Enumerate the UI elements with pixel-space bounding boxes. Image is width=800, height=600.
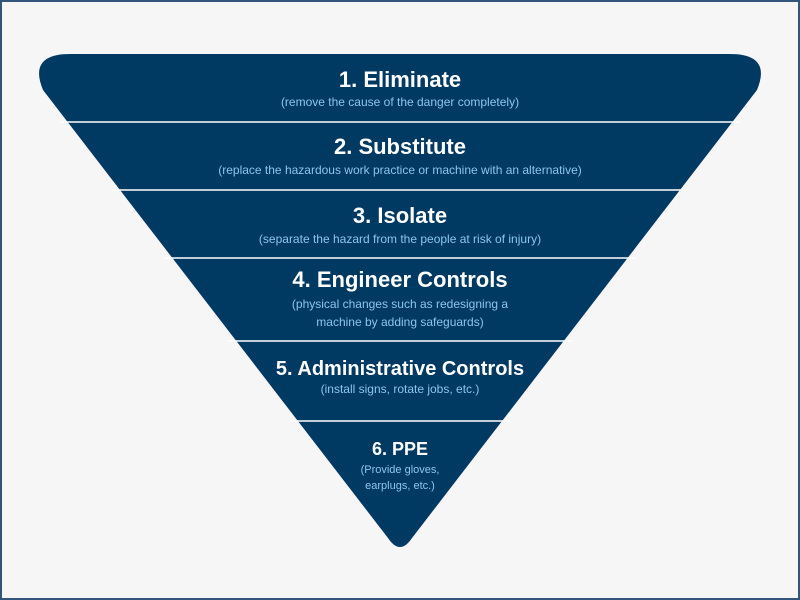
level-1-title: 1. Eliminate — [339, 67, 461, 92]
level-6-title: 6. PPE — [372, 439, 428, 459]
level-1-description: (remove the cause of the danger complete… — [281, 95, 519, 109]
level-6-description-line-2: earplugs, etc.) — [365, 480, 435, 492]
level-4-title: 4. Engineer Controls — [292, 267, 507, 292]
level-2-description: (replace the hazardous work practice or … — [218, 163, 582, 177]
level-5-title: 5. Administrative Controls — [276, 358, 524, 380]
level-4-description-line-1: (physical changes such as redesigning a — [292, 297, 508, 311]
level-6-description-line-1: (Provide gloves, — [361, 464, 440, 476]
level-4-description-line-2: machine by adding safeguards) — [316, 315, 483, 329]
level-5-description: (install signs, rotate jobs, etc.) — [321, 382, 480, 396]
inverted-triangle — [39, 54, 761, 547]
level-3-description: (separate the hazard from the people at … — [259, 232, 541, 246]
level-3-title: 3. Isolate — [353, 203, 447, 228]
level-2-title: 2. Substitute — [334, 134, 466, 159]
